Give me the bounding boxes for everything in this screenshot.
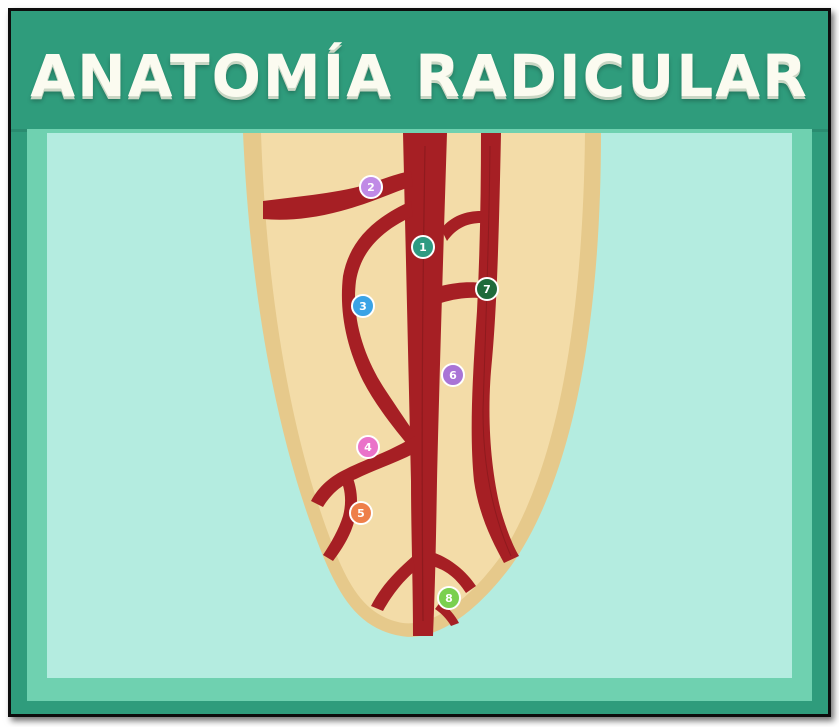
branch-canal-left <box>341 201 413 451</box>
marker-4-dot <box>356 435 380 459</box>
marker-4-label: 4 <box>364 441 372 454</box>
marker-7-dot <box>475 277 499 301</box>
apical-delta-branch <box>435 601 459 626</box>
diagram-frame: ANATOMÍA RADICULAR 1 <box>8 8 831 717</box>
connector-canal-lower <box>441 211 481 241</box>
marker-1-label: 1 <box>419 241 427 254</box>
marker-7-label: 7 <box>483 283 491 296</box>
main-canal <box>403 133 447 636</box>
apical-delta-left <box>371 556 415 611</box>
marker-2: 2 <box>359 175 383 199</box>
apical-delta-right <box>435 553 476 593</box>
marker-6: 6 <box>441 363 465 387</box>
marker-8-dot <box>437 586 461 610</box>
marker-8-label: 8 <box>445 592 453 605</box>
canal-highlight-right <box>482 145 512 557</box>
marker-3-dot <box>351 294 375 318</box>
title-banner: ANATOMÍA RADICULAR <box>11 11 828 132</box>
marker-4: 4 <box>356 435 380 459</box>
lateral-canal-lower-left-branch <box>323 473 357 561</box>
canal-highlight <box>421 145 426 622</box>
marker-1-dot <box>411 235 435 259</box>
marker-2-dot <box>359 175 383 199</box>
root-illustration: 1 2 3 4 5 6 7 8 <box>243 133 601 637</box>
marker-6-label: 6 <box>449 369 457 382</box>
marker-5-label: 5 <box>357 507 365 520</box>
lateral-canal-lower-left <box>311 436 415 507</box>
diagram-title: ANATOMÍA RADICULAR <box>30 42 809 110</box>
marker-2-label: 2 <box>367 181 375 194</box>
marker-8: 8 <box>437 586 461 610</box>
lateral-canal-right <box>471 133 519 563</box>
marker-1: 1 <box>411 235 435 259</box>
marker-7: 7 <box>475 277 499 301</box>
marker-6-dot <box>441 363 465 387</box>
marker-3: 3 <box>351 294 375 318</box>
marker-3-label: 3 <box>359 300 367 313</box>
marker-5-dot <box>349 501 373 525</box>
marker-5: 5 <box>349 501 373 525</box>
